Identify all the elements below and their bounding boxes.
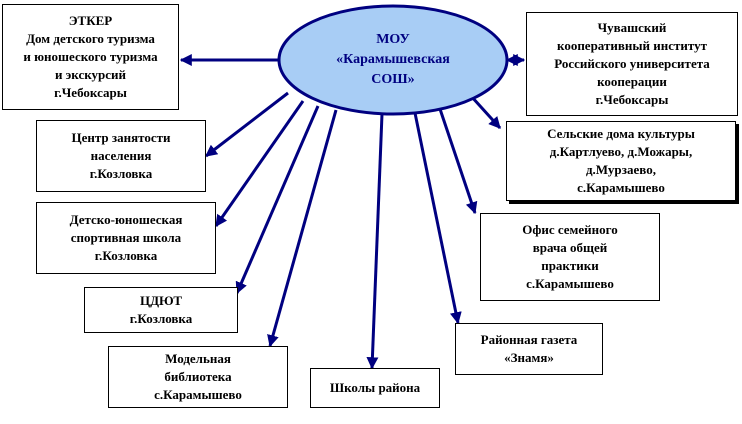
node-sdk: Сельские дома культуры д.Картлуево, д.Мо… <box>506 121 736 201</box>
arrow-to-schools <box>366 113 384 370</box>
arrow-to-dyussh <box>214 100 305 227</box>
node-gazeta: Районная газета «Знамя» <box>455 323 603 375</box>
arrow-to-czn <box>205 91 289 158</box>
node-ofis: Офис семейного врача общей практики с.Ка… <box>480 213 660 301</box>
node-library: Модельная библиотека с.Карамышево <box>108 346 288 408</box>
node-dyussh: Детско-юношеская спортивная школа г.Козл… <box>36 202 216 274</box>
arrow-to-sdk <box>469 94 502 130</box>
hub-label: МОУ «Карамышевская СОШ» <box>336 32 450 87</box>
arrow-to-ofis <box>438 108 478 215</box>
node-schools: Школы района <box>310 368 440 408</box>
node-etker: ЭТКЕР Дом детского туризма и юношеского … <box>2 4 179 110</box>
arrow-to-gazeta <box>413 112 462 325</box>
node-cdyut: ЦДЮТ г.Козловка <box>84 287 238 333</box>
arrow-to-library <box>267 109 338 348</box>
node-czn: Центр занятости населения г.Козловка <box>36 120 206 192</box>
hub-ellipse <box>277 4 509 116</box>
node-chki: Чувашский кооперативный институт Российс… <box>526 12 738 116</box>
arrow-to-cdyut <box>235 105 320 295</box>
